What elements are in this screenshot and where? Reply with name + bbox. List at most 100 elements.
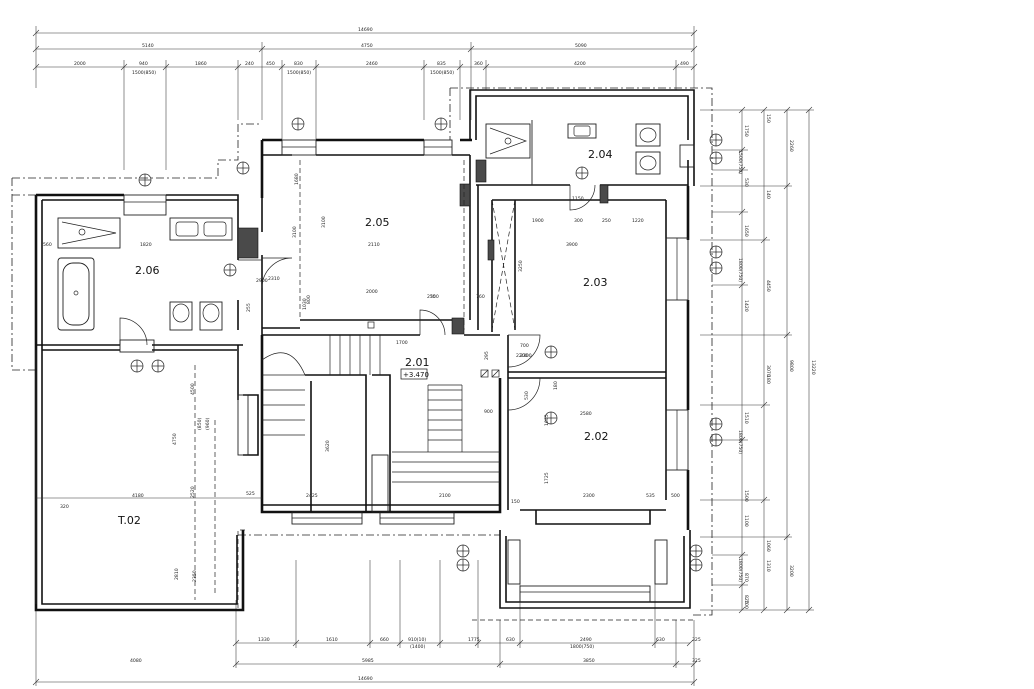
- room-labels: 2.05 2.04 2.06 2.03 2.01 2.02 T.02: [117, 148, 613, 527]
- dim-int-38: 700: [520, 343, 529, 349]
- dim-bottom-row1-6: 2490: [580, 637, 592, 643]
- room-label-2-05: 2.05: [365, 216, 390, 229]
- dim-int-6: 230: [427, 294, 436, 300]
- room-label-t-02: T.02: [117, 514, 141, 527]
- marker-19: [689, 544, 703, 558]
- marker-3: [138, 173, 152, 187]
- marker-9: [709, 133, 723, 147]
- marker-4: [236, 161, 250, 175]
- dim-int-17: 3250: [518, 260, 524, 272]
- dim-int-47: 4500: [190, 383, 196, 395]
- marker-13: [709, 417, 723, 431]
- dim-int-5: 1030: [302, 298, 308, 310]
- dim-top-row3-5: 830: [294, 61, 303, 67]
- dim-right-small-5: 1500: [743, 490, 749, 502]
- dim-right-small-7: 825: [743, 595, 749, 604]
- dim-int-28: 150: [511, 499, 520, 505]
- dim-int-11: 3100: [292, 226, 298, 238]
- dim-int-1: 560: [43, 242, 52, 248]
- dim-right-small-0: 150: [765, 114, 771, 123]
- marker-5: [223, 263, 237, 277]
- doors: [119, 184, 596, 411]
- dim-right-small-11: 180: [765, 375, 771, 384]
- dim-int-44: 530: [524, 391, 530, 400]
- marker-10: [709, 151, 723, 165]
- dim-top-row2-0: 5140: [142, 43, 154, 49]
- level-mark-text: +3.470: [403, 371, 429, 379]
- dim-int-26: 2425: [306, 493, 318, 499]
- dim-int-34: 1700: [396, 340, 408, 346]
- dim-top-row3-6: 2460: [366, 61, 378, 67]
- hidden-lines: [194, 160, 694, 621]
- marker-11: [709, 245, 723, 259]
- top-dimension-chains: [32, 26, 698, 170]
- room-label-2-02: 2.02: [584, 430, 609, 443]
- dim-int-31: 1725: [544, 472, 550, 484]
- level-marker: +3.470: [400, 368, 429, 380]
- dim-bottom-row2-2: 3850: [583, 658, 595, 664]
- dim-top-row3-9: 4200: [574, 61, 586, 67]
- dim-bottom-row1-3: 910(10): [408, 637, 426, 643]
- dim-int-32: 1645: [544, 414, 550, 426]
- dim-int-9: 2200: [516, 353, 528, 359]
- staircase: [261, 335, 500, 483]
- room-label-2-01: 2.01: [405, 356, 430, 369]
- dim-right-sub-1: 1800(750): [737, 258, 743, 282]
- dim-int-45: 1150: [572, 196, 584, 202]
- dim-int-25: 525: [246, 491, 255, 497]
- dim-int-3: 3100: [321, 216, 327, 228]
- dim-right-small-4: 1420: [743, 300, 749, 312]
- dim-int-sub-1: (960): [205, 417, 211, 430]
- electrical-symbols: [367, 321, 500, 378]
- marker-15: [544, 345, 558, 359]
- marker-2: [434, 117, 448, 131]
- dim-int-12: 250: [602, 218, 611, 224]
- dim-top-row3-0: 2000: [74, 61, 86, 67]
- marker-8: [575, 166, 589, 180]
- dim-right-sub-3: 1800(750): [737, 558, 743, 582]
- dim-right-small-12: 1310: [765, 560, 771, 572]
- dim-right-small-14: 700: [743, 600, 749, 609]
- dim-int-42: 550: [430, 294, 439, 300]
- dim-right-sub-0: 1500(750): [737, 150, 743, 174]
- dim-int-22: 2520: [190, 486, 196, 498]
- dim-int-36: 2300: [583, 493, 595, 499]
- room-label-2-03: 2.03: [583, 276, 608, 289]
- dim-top-sub-1: 1500(850): [287, 70, 311, 76]
- exterior-walls: [34, 89, 695, 612]
- dim-top-row3-2: 1860: [195, 61, 207, 67]
- dim-int-15: 1680: [294, 173, 300, 185]
- dim-right-inner-0: 9800: [788, 360, 794, 372]
- dim-int-24: 2350: [192, 570, 198, 582]
- dim-right-small-8: 1510: [743, 412, 749, 424]
- dim-int-14: 300: [574, 218, 583, 224]
- marker-17: [456, 544, 470, 558]
- dim-bottom-row1-4: 1775: [468, 637, 480, 643]
- dim-int-33: 3620: [325, 440, 331, 452]
- dim-right-inner-2: 4450: [765, 280, 771, 292]
- dim-right-inner-1: 2260: [788, 140, 794, 152]
- dim-right-small-3: 530: [743, 178, 749, 187]
- dim-right-small-2: 1650: [743, 225, 749, 237]
- dim-bottom-row1-5: 630: [506, 637, 515, 643]
- room-label-2-04: 2.04: [588, 148, 613, 161]
- dim-int-29: 500: [671, 493, 680, 499]
- dim-int-2: 2110: [368, 242, 380, 248]
- dim-int-10: 1900: [532, 218, 544, 224]
- dim-right-small-6: 1100: [743, 515, 749, 527]
- dim-int-16: 3900: [566, 242, 578, 248]
- dim-right-inner-3: 3070: [765, 365, 771, 377]
- dim-top-row2-1: 4750: [361, 43, 373, 49]
- dim-right-small-9: 140: [765, 190, 771, 199]
- room-label-2-06: 2.06: [135, 264, 160, 277]
- bottom-dimension-chains: [32, 560, 698, 686]
- bathroom-fixtures: [57, 120, 661, 331]
- dim-int-19: 2300: [520, 353, 532, 359]
- dim-int-35: 320: [60, 504, 69, 510]
- dim-top-row3-4: 450: [266, 61, 275, 67]
- dim-right-small-10: 1060: [765, 540, 771, 552]
- right-dimension-chains: [700, 106, 814, 614]
- dim-int-0: 1820: [140, 242, 152, 248]
- windows: [119, 139, 695, 603]
- marker-6: [130, 359, 144, 373]
